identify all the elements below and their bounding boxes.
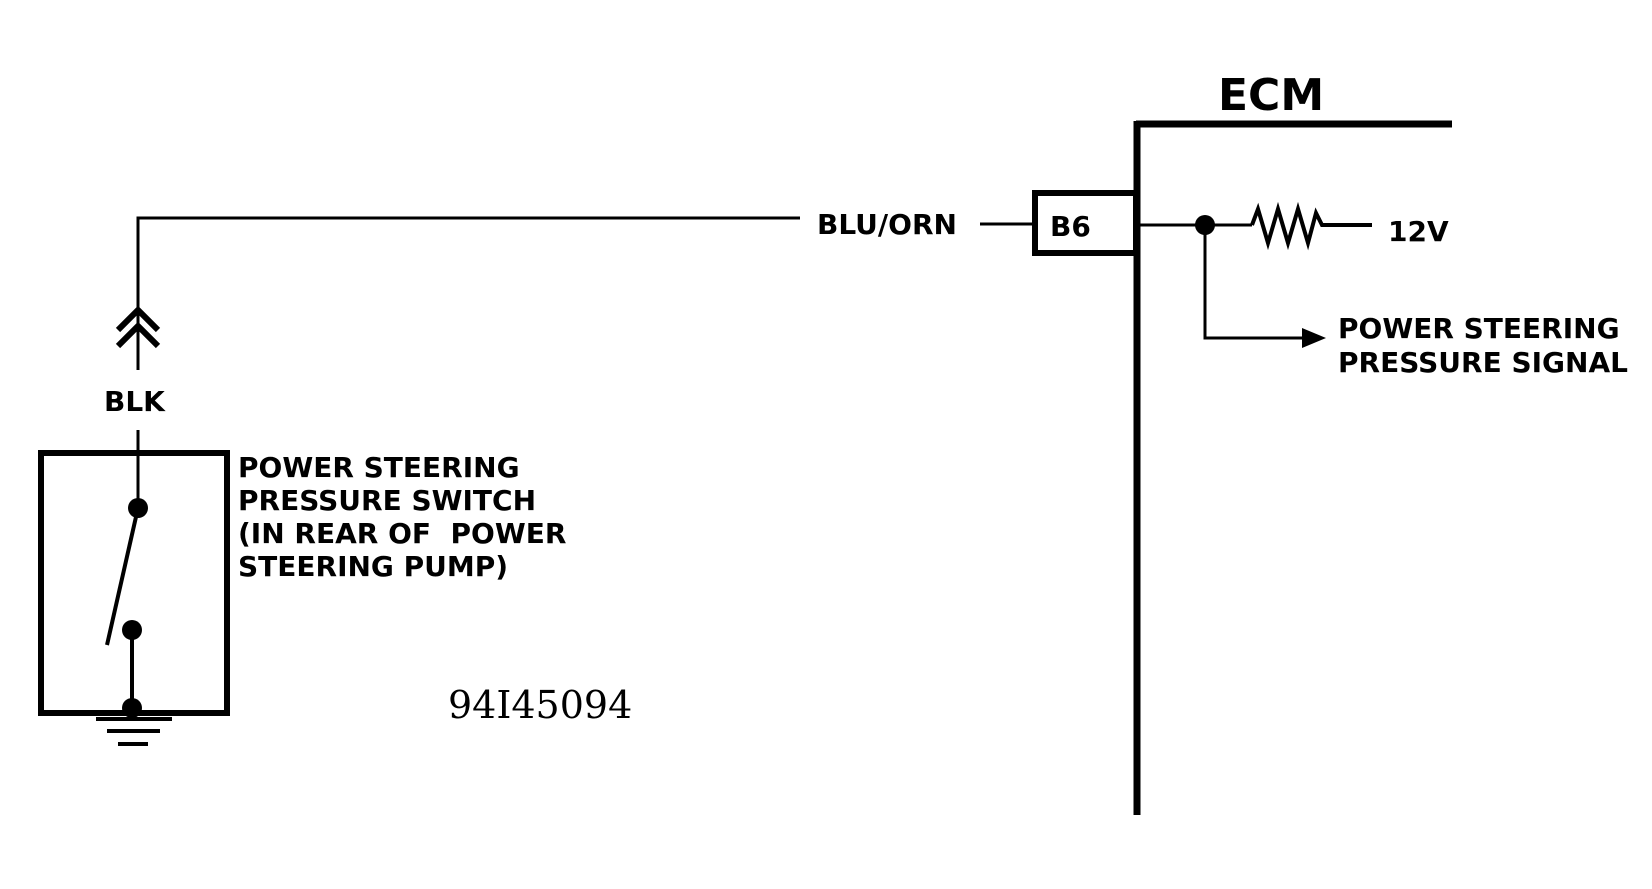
signal-wire-color-label: BLU/ORN	[817, 208, 957, 241]
pressure-switch	[38, 450, 230, 718]
switch-label-line-4: STEERING PUMP)	[238, 550, 508, 583]
switch-label-line-3: (IN REAR OF POWER	[238, 517, 566, 550]
signal-output-line-2: PRESSURE SIGNAL	[1338, 346, 1628, 379]
switch-label-line-1: POWER STEERING	[238, 451, 520, 484]
signal-wire: BLU/ORN	[136, 208, 1035, 355]
pull-up-resistor-icon	[1250, 201, 1372, 251]
switch-label-line-2: PRESSURE SWITCH	[238, 484, 536, 517]
harness-connector: BLK	[104, 305, 166, 508]
connector-pin-label: B6	[1050, 210, 1091, 243]
ecm-internal-circuit: 12V POWER STEERING PRESSURE SIGNAL	[1137, 201, 1628, 379]
ground-junction-dot	[122, 698, 142, 718]
ground-icon	[96, 717, 172, 746]
signal-output-line-1: POWER STEERING	[1338, 312, 1620, 345]
connector-b6: B6	[1032, 190, 1139, 256]
supply-voltage-label: 12V	[1388, 215, 1449, 248]
signal-wire-line	[136, 216, 800, 355]
figure-id: 94I45094	[448, 683, 632, 727]
connector-chevron-upper-icon	[115, 305, 161, 333]
signal-branch-line	[1203, 225, 1312, 340]
switch-description: POWER STEERING PRESSURE SWITCH (IN REAR …	[238, 451, 566, 583]
switch-blade-icon	[105, 507, 140, 646]
ground-wire-color-label: BLK	[104, 385, 166, 418]
ecm-module: ECM	[1133, 70, 1452, 815]
arrow-right-icon	[1302, 328, 1326, 348]
ecm-label: ECM	[1218, 70, 1324, 121]
